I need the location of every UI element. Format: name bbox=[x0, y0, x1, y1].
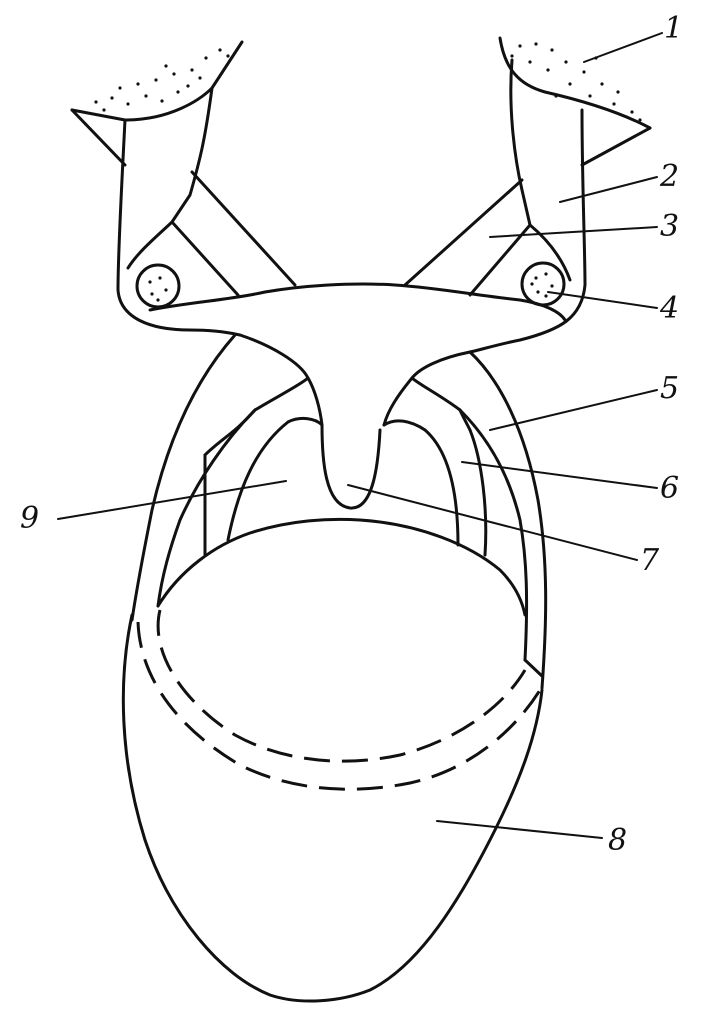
label-9: 9 bbox=[20, 501, 39, 536]
structure-7-lobe bbox=[320, 423, 382, 510]
label-1: 1 bbox=[664, 11, 683, 46]
structure-2-arms bbox=[70, 58, 652, 354]
central-bridge bbox=[148, 282, 567, 510]
labels: 1 2 3 4 5 6 7 8 9 bbox=[20, 11, 683, 858]
structure-6-inner-arches bbox=[203, 408, 488, 557]
label-5: 5 bbox=[660, 371, 679, 406]
structure-5-outer-wall bbox=[130, 333, 548, 690]
label-6: 6 bbox=[660, 471, 679, 506]
stipple-right bbox=[510, 42, 642, 122]
label-2: 2 bbox=[659, 159, 679, 194]
dashed-ring bbox=[136, 609, 542, 791]
stipple-left bbox=[94, 48, 230, 112]
structure-8-lower-sac bbox=[121, 613, 544, 1003]
structure-1-left-mass bbox=[70, 40, 244, 122]
label-4: 4 bbox=[659, 291, 679, 326]
label-7: 7 bbox=[640, 543, 660, 578]
label-8: 8 bbox=[608, 823, 627, 858]
central-cavity bbox=[156, 517, 527, 617]
structure-1-right-mass bbox=[498, 36, 652, 130]
leader-lines bbox=[57, 32, 663, 839]
structure-3-bands bbox=[126, 170, 572, 297]
label-3: 3 bbox=[660, 209, 679, 244]
